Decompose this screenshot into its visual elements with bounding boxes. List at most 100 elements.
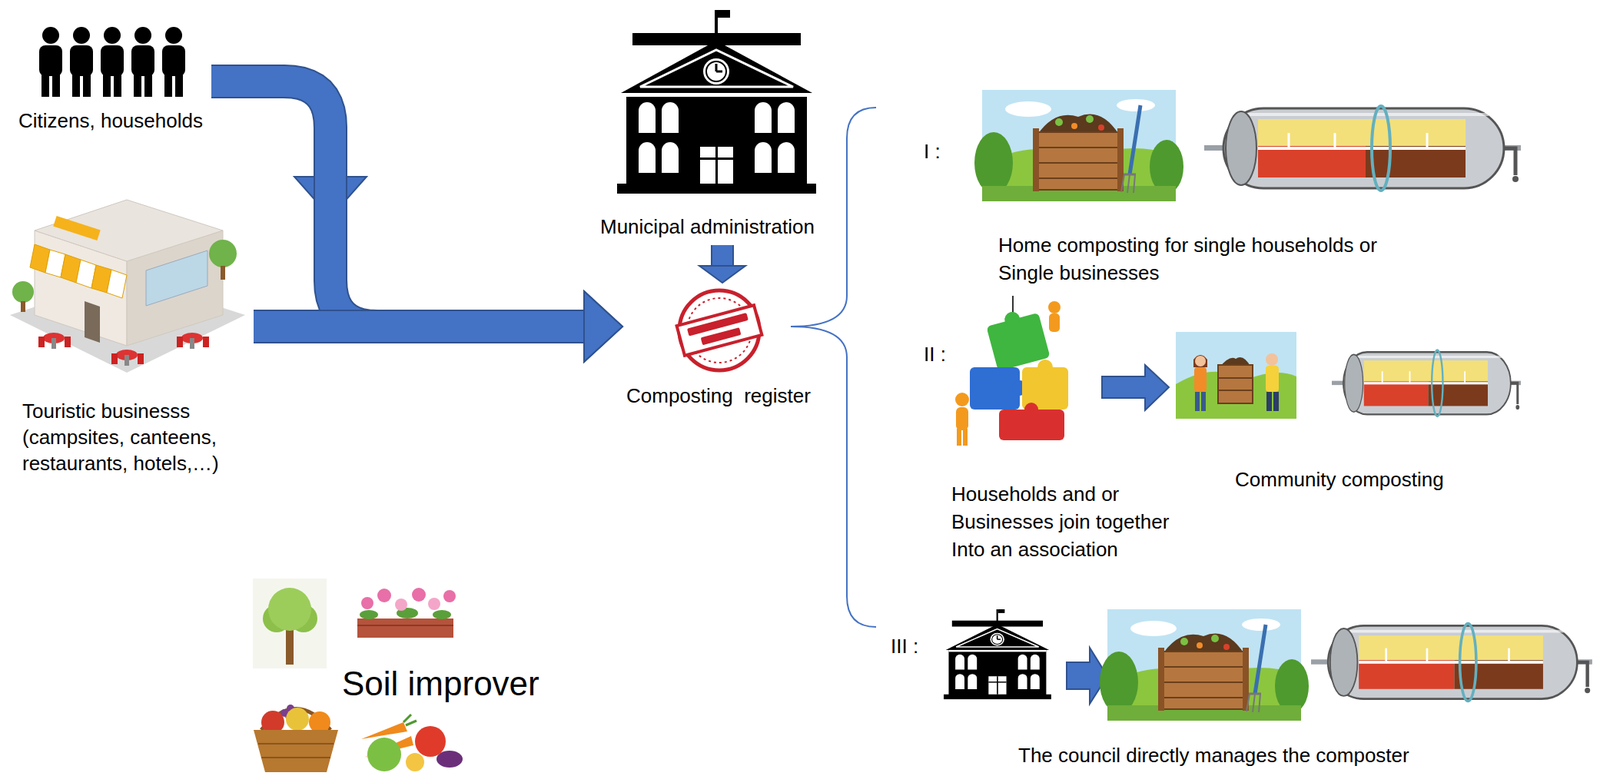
tree-picture <box>252 578 327 669</box>
vegetables-picture <box>367 737 402 772</box>
node-text: Soil improver <box>341 664 540 704</box>
restaurant-picture <box>84 301 100 343</box>
register-stamp <box>677 305 763 356</box>
node-text: The council directly manages the compost… <box>1018 741 1410 770</box>
people-icon <box>133 73 142 97</box>
community-composting-picture <box>1266 391 1272 412</box>
tree-picture <box>285 626 294 665</box>
town-hall-icon <box>617 9 817 194</box>
register-stamp <box>700 327 742 346</box>
node-text: Touristic businesss (campsites, canteens… <box>22 398 246 477</box>
compost-pile-picture <box>1099 609 1309 721</box>
people-icon <box>113 73 122 97</box>
restaurant-picture <box>53 215 100 241</box>
people-icon <box>162 45 186 77</box>
restaurant-picture <box>12 281 34 303</box>
community-composting-picture <box>1265 365 1279 392</box>
restaurant-picture <box>220 265 226 280</box>
community-composting-picture <box>1265 353 1279 366</box>
puzzle-picture <box>1048 313 1060 332</box>
node-text: Citizens, households <box>18 106 203 135</box>
flow-arrowhead <box>584 291 623 362</box>
people-icon <box>102 73 111 97</box>
puzzle-picture <box>1037 359 1053 376</box>
vegetables-picture <box>436 750 463 768</box>
fruit-basket-picture <box>258 743 334 745</box>
fruit-basket-picture <box>253 730 339 773</box>
flower-box-picture <box>432 610 452 620</box>
people-icon <box>134 26 152 44</box>
restaurant-picture <box>106 269 127 299</box>
register-stamp <box>677 290 763 371</box>
community-composting-picture <box>1194 355 1207 368</box>
node-text: I : <box>923 137 941 166</box>
people-icon <box>103 26 121 44</box>
vegetables-picture <box>361 722 408 740</box>
node-box: I : Home composting for single households… <box>914 84 1561 290</box>
vegetables-picture <box>361 714 463 772</box>
vegetables-picture <box>405 753 425 772</box>
restaurant-picture <box>176 336 183 348</box>
flow-arrowhead <box>699 265 746 283</box>
puzzle-picture <box>955 295 1069 446</box>
puzzle-picture <box>984 305 1051 372</box>
community-composting-picture <box>1194 367 1207 392</box>
restaurant-picture <box>137 353 144 365</box>
flow-arrowhead <box>584 291 623 362</box>
node-text: Households and or Businesses join togeth… <box>951 480 1190 564</box>
flow-arrow-outline <box>710 245 734 267</box>
node-text: II : <box>923 340 947 369</box>
community-composting-picture <box>1273 391 1279 412</box>
people-icon <box>69 45 93 77</box>
restaurant-picture <box>34 199 223 262</box>
people-icon <box>165 26 183 44</box>
people-icon <box>72 73 80 97</box>
vegetables-picture <box>414 726 446 757</box>
register-stamp <box>677 305 763 356</box>
community-composting-picture <box>1195 391 1200 412</box>
people-icon <box>164 73 173 97</box>
node-text: Home composting for single households or… <box>998 231 1398 287</box>
rotary-composter-picture <box>1311 624 1593 702</box>
node-box: Soil improver <box>338 660 546 708</box>
puzzle-picture <box>1024 402 1039 417</box>
community-composting-picture <box>1195 355 1206 367</box>
fruit-basket-picture <box>285 707 309 731</box>
flower-box-picture <box>357 587 456 638</box>
flower-box-picture <box>411 587 426 602</box>
restaurant-picture <box>20 301 26 313</box>
restaurant-picture <box>124 355 130 366</box>
node-text: Community composting <box>1234 465 1444 494</box>
people-icon <box>42 26 60 44</box>
community-composting-picture <box>1175 331 1297 419</box>
puzzle-picture <box>962 428 968 446</box>
flow-arrow <box>699 245 746 283</box>
bracket <box>790 107 877 628</box>
town-hall-icon <box>943 609 1052 700</box>
flow-arrow <box>253 291 623 362</box>
flower-box-picture <box>428 597 441 611</box>
tree-picture <box>252 578 327 669</box>
node-box: III : The council directly manages the co… <box>883 603 1576 773</box>
puzzle-picture <box>956 428 962 446</box>
restaurant-picture <box>111 353 118 365</box>
people-icon <box>131 45 155 77</box>
rotary-composter-picture <box>1204 106 1521 191</box>
flow-arrow <box>211 81 623 362</box>
flower-box-picture <box>359 610 379 620</box>
node-text: III : <box>890 632 919 661</box>
people-icon <box>144 73 153 97</box>
rotary-composter-picture <box>1331 350 1521 417</box>
people-icon <box>39 45 63 77</box>
fruit-basket-picture <box>253 704 339 773</box>
community-composting-picture <box>1201 391 1206 412</box>
restaurant-picture <box>202 336 210 348</box>
puzzle-picture <box>1002 310 1022 329</box>
flower-box-picture <box>361 597 374 610</box>
restaurant-picture <box>146 250 208 306</box>
community-composting-picture <box>1193 355 1208 368</box>
node-box: Composting register <box>622 282 823 413</box>
flow-arrow-outline <box>211 81 585 327</box>
restaurant-picture <box>64 336 71 348</box>
